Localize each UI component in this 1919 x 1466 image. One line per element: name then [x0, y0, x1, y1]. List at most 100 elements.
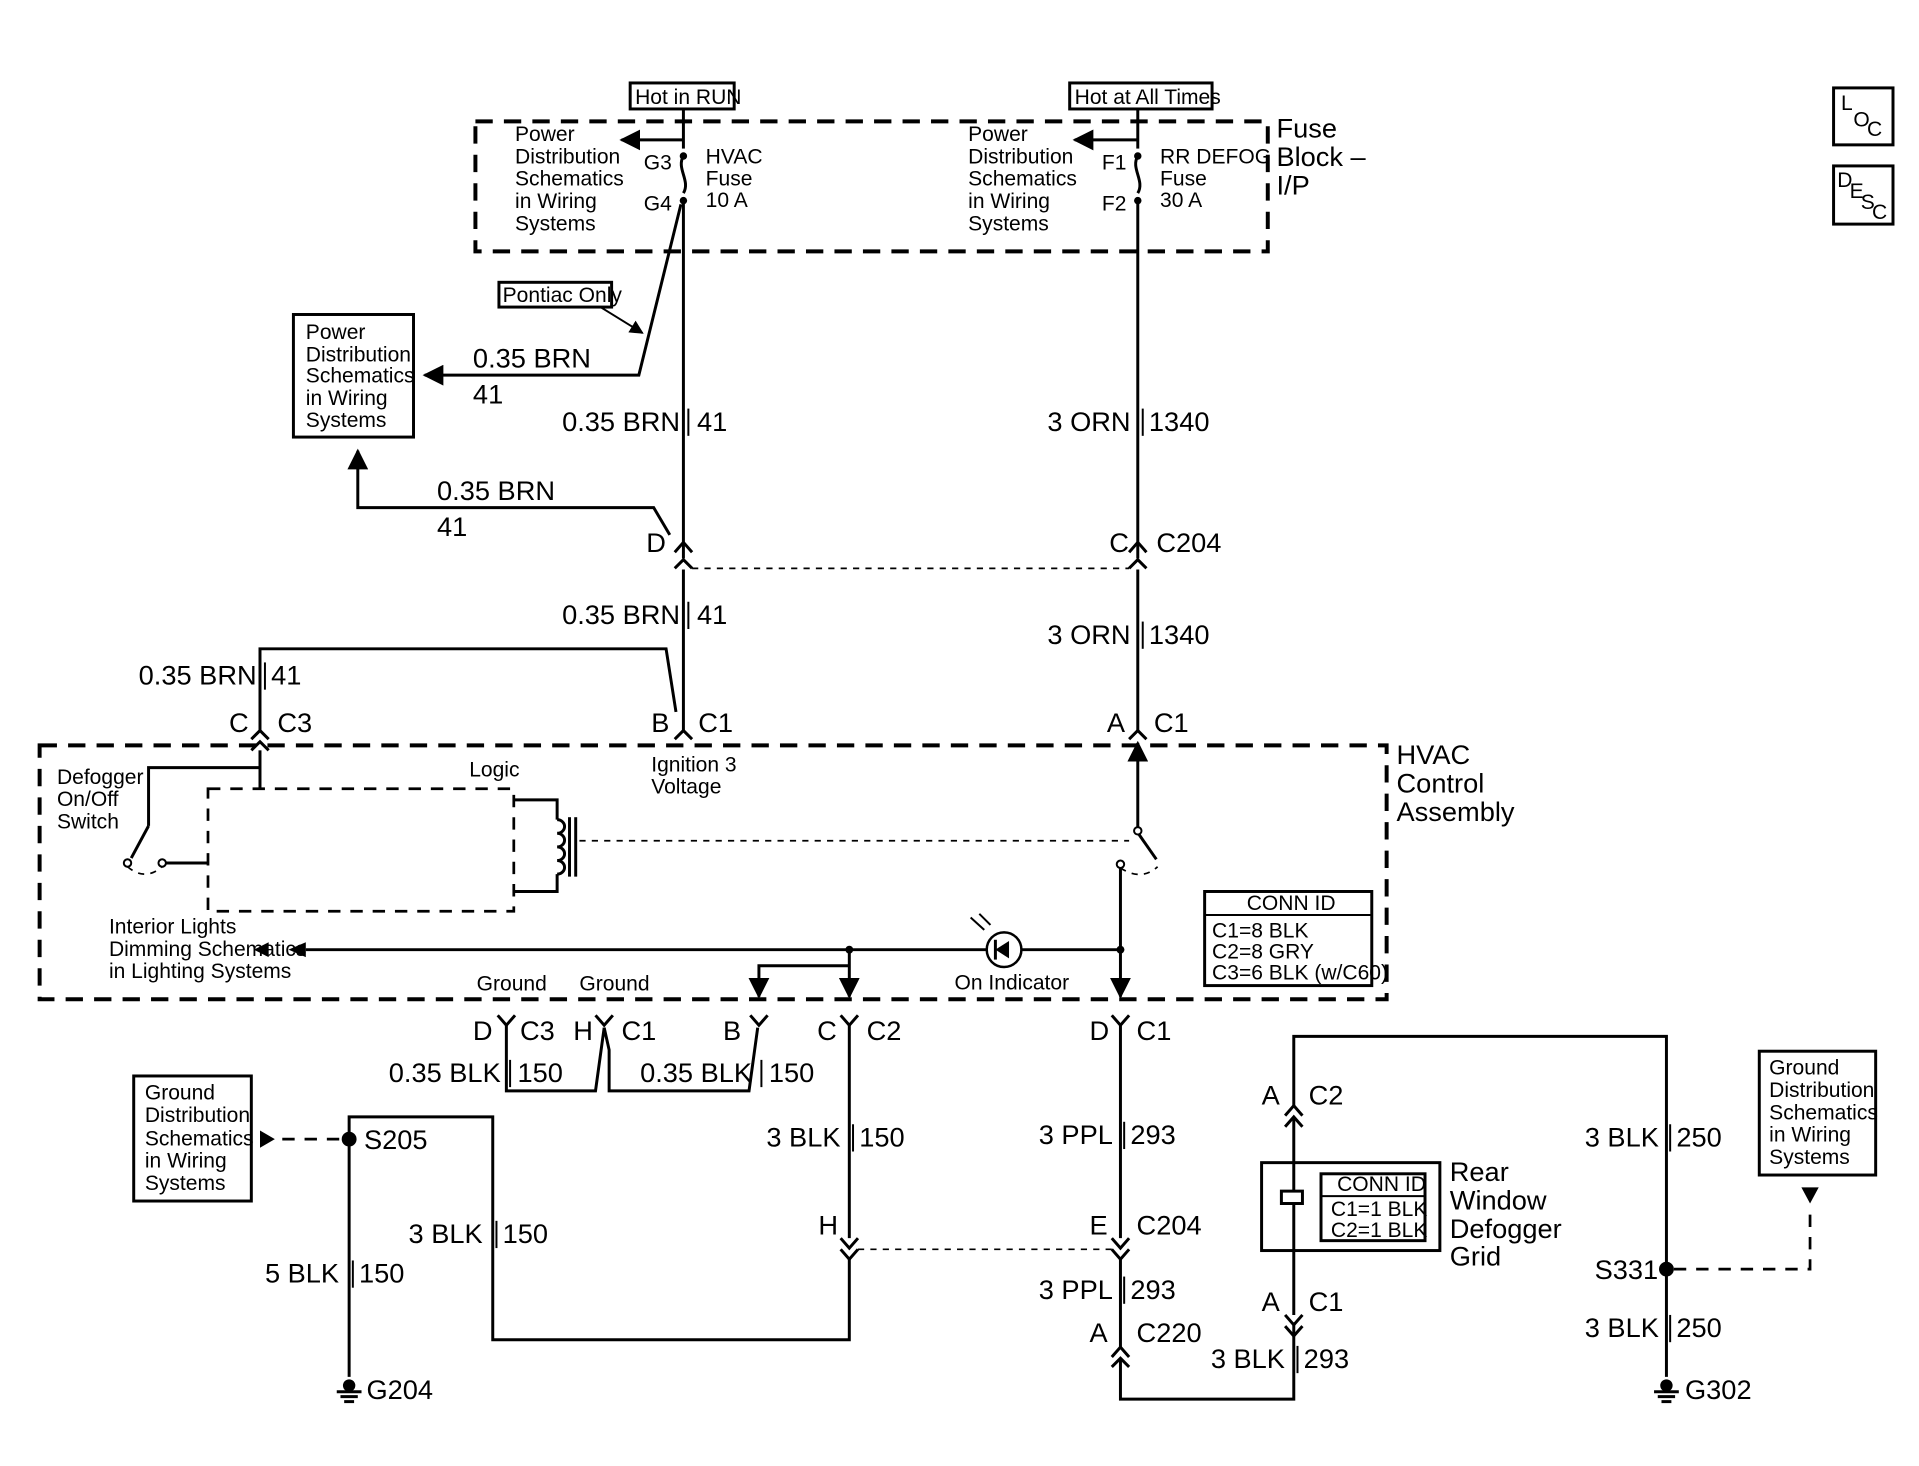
svg-text:3 BLK: 3 BLK [1585, 1122, 1659, 1153]
fuse-block-pd-ref-right: Power Distribution Schematics in Wiring … [968, 123, 1077, 235]
rear-defogger-c2: A C2 [1262, 1079, 1344, 1128]
svg-text:Distribution: Distribution [968, 145, 1073, 168]
svg-text:Fuse: Fuse [1276, 112, 1337, 143]
svg-text:Distribution: Distribution [515, 145, 620, 168]
svg-text:0.35 BRN: 0.35 BRN [473, 343, 591, 374]
svg-text:10 A: 10 A [706, 189, 748, 212]
svg-text:D: D [473, 1015, 493, 1046]
svg-text:G204: G204 [366, 1374, 433, 1405]
defogger-switch-label: Defogger On/Off Switch [57, 766, 144, 834]
svg-text:L: L [1841, 92, 1853, 115]
hvac-fuse: G3 G4 HVAC Fuse 10 A [644, 145, 763, 215]
svg-text:in Wiring: in Wiring [968, 190, 1050, 213]
svg-text:C3: C3 [520, 1015, 555, 1046]
conn-id-hvac: CONN ID C1=8 BLK C2=8 GRY C3=6 BLK (w/C6… [1203, 890, 1388, 988]
svg-text:41: 41 [437, 511, 467, 542]
svg-text:Power: Power [968, 123, 1028, 146]
logic-label: Logic [469, 758, 519, 781]
svg-text:A: A [1107, 707, 1126, 738]
svg-text:41: 41 [697, 406, 727, 437]
svg-text:Grid: Grid [1450, 1240, 1501, 1271]
ground-g204-icon [336, 1379, 362, 1404]
description-icon[interactable]: D E S C [1832, 164, 1895, 226]
svg-text:Fuse: Fuse [706, 168, 753, 191]
svg-text:Schematics: Schematics [145, 1127, 254, 1150]
svg-text:A: A [1262, 1079, 1281, 1110]
wire-brn-41-branch [347, 448, 672, 536]
hot-at-all-times-label: Hot at All Times [1068, 81, 1221, 111]
svg-text:E: E [1850, 180, 1864, 203]
svg-text:D: D [1837, 169, 1852, 192]
svg-text:Block –: Block – [1276, 141, 1366, 172]
svg-text:C1: C1 [1154, 707, 1189, 738]
svg-text:250: 250 [1676, 1312, 1721, 1343]
svg-text:Voltage: Voltage [651, 776, 721, 799]
svg-text:0.35 BRN: 0.35 BRN [562, 406, 680, 437]
wire-brn-41-pontiac [422, 203, 683, 386]
svg-text:150: 150 [503, 1218, 548, 1249]
svg-text:C3=6 BLK (w/C60): C3=6 BLK (w/C60) [1212, 961, 1388, 984]
ground-label-1: Ground [477, 973, 547, 996]
svg-text:3 BLK: 3 BLK [766, 1122, 840, 1153]
svg-text:Systems: Systems [306, 409, 387, 432]
svg-text:0.35 BRN: 0.35 BRN [562, 599, 680, 630]
svg-text:S331: S331 [1595, 1254, 1659, 1285]
svg-text:1340: 1340 [1149, 619, 1210, 650]
svg-text:O: O [1853, 108, 1869, 131]
splice-s205 [341, 1131, 357, 1147]
svg-text:C2: C2 [867, 1015, 902, 1046]
svg-text:A: A [1089, 1317, 1108, 1348]
svg-text:C: C [817, 1015, 837, 1046]
hvac-bottom-connectors: D C3 H C1 B C C2 D C1 [473, 1014, 1171, 1046]
svg-text:G3: G3 [644, 152, 672, 175]
svg-text:Interior Lights: Interior Lights [109, 916, 236, 939]
ignition-label: Ignition 3 [651, 753, 736, 776]
svg-text:Ground: Ground [1769, 1057, 1839, 1080]
ground-g302-icon [1654, 1379, 1679, 1404]
svg-text:Assembly: Assembly [1397, 796, 1515, 827]
svg-text:C1: C1 [1309, 1286, 1344, 1317]
svg-text:C204: C204 [1156, 527, 1221, 558]
splice-s331 [1659, 1261, 1674, 1277]
svg-text:150: 150 [359, 1258, 404, 1289]
svg-text:D: D [646, 527, 666, 558]
svg-text:C1=8 BLK: C1=8 BLK [1212, 919, 1308, 942]
svg-text:HVAC: HVAC [706, 145, 763, 168]
svg-text:41: 41 [697, 599, 727, 630]
svg-text:Control: Control [1397, 767, 1485, 798]
svg-text:C3: C3 [277, 707, 312, 738]
svg-text:F2: F2 [1102, 192, 1127, 215]
svg-text:0.35 BRN: 0.35 BRN [139, 660, 257, 691]
svg-text:Schematics: Schematics [306, 365, 415, 388]
svg-text:CONN ID: CONN ID [1337, 1173, 1426, 1196]
svg-text:3 PPL: 3 PPL [1039, 1274, 1113, 1305]
svg-text:in Wiring: in Wiring [515, 190, 597, 213]
svg-text:250: 250 [1676, 1122, 1721, 1153]
svg-text:Switch: Switch [57, 810, 119, 833]
svg-text:C: C [1872, 201, 1887, 224]
svg-text:3 ORN: 3 ORN [1047, 619, 1130, 650]
pd-box-left: Power Distribution Schematics in Wiring … [291, 313, 415, 439]
svg-text:H: H [573, 1015, 593, 1046]
fuse-block-title: Fuse Block – I/P [1276, 112, 1366, 200]
svg-text:C2: C2 [1309, 1079, 1344, 1110]
svg-text:Systems: Systems [1769, 1146, 1850, 1169]
svg-text:0.35 BLK: 0.35 BLK [640, 1057, 752, 1088]
svg-text:H: H [818, 1209, 838, 1240]
location-icon[interactable]: L O C [1832, 86, 1895, 147]
svg-text:Power: Power [306, 321, 366, 344]
rear-defogger-c1: A C1 [1262, 1286, 1344, 1339]
wire-blk-150-loop [347, 1115, 851, 1377]
svg-text:F1: F1 [1102, 152, 1127, 175]
svg-text:5 BLK: 5 BLK [265, 1258, 339, 1289]
svg-text:Systems: Systems [515, 212, 596, 235]
svg-text:Window: Window [1450, 1185, 1547, 1216]
on-indicator-label: On Indicator [955, 971, 1070, 994]
svg-text:G302: G302 [1685, 1374, 1752, 1405]
svg-text:in Wiring: in Wiring [145, 1150, 227, 1173]
svg-text:C1: C1 [622, 1015, 657, 1046]
svg-text:293: 293 [1130, 1119, 1175, 1150]
hvac-top-connectors: C C3 B C1 A C1 [229, 707, 1189, 752]
interior-lights-label: Interior Lights Dimming Schematics in Li… [109, 916, 307, 984]
